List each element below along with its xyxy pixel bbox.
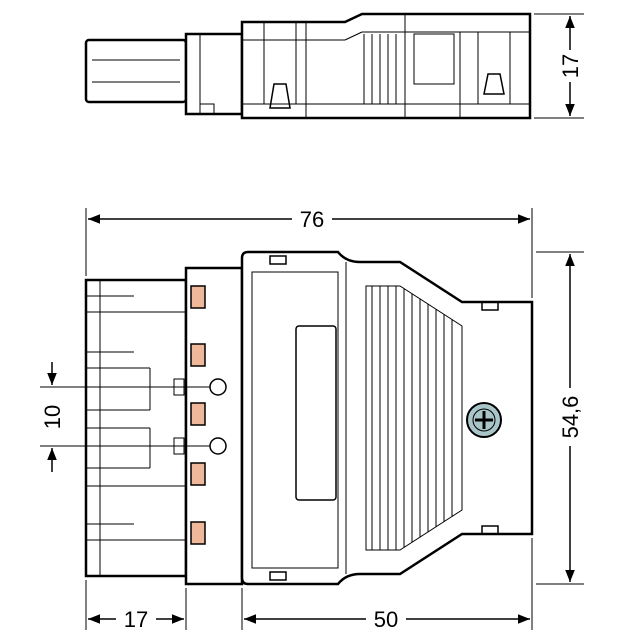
dim-plug-length-label: 17 <box>124 607 148 632</box>
dim-plug-length: 17 <box>85 580 187 632</box>
side-plug-tip <box>84 38 188 104</box>
contact-slot <box>190 402 206 426</box>
dim-top-height-label: 17 <box>558 54 583 78</box>
dim-overall-width-label: 54,6 <box>558 396 583 439</box>
latch-icon <box>481 525 499 535</box>
latch-icon <box>481 301 499 311</box>
dim-top-height: 17 <box>534 13 584 119</box>
latch-icon <box>269 255 287 265</box>
contact-slots <box>190 285 206 545</box>
main-housing <box>240 250 534 586</box>
label-window <box>295 325 337 501</box>
dim-overall-length: 76 <box>85 207 533 298</box>
dim-body-length-label: 50 <box>374 607 398 632</box>
latch-icon <box>269 571 287 581</box>
dim-overall-length-label: 76 <box>300 207 324 232</box>
dim-pin-pitch-label: 10 <box>40 405 65 429</box>
contact-slot <box>190 521 206 545</box>
side-plug-collar <box>184 32 244 116</box>
cross-screw-icon <box>466 402 502 438</box>
side-housing <box>240 12 532 120</box>
contact-slot <box>190 343 206 367</box>
latch-icon <box>269 83 291 109</box>
plug-fingers <box>84 278 188 578</box>
latch-icon <box>483 73 505 95</box>
contact-slot <box>190 285 206 309</box>
front-view <box>84 250 534 586</box>
dim-body-length: 50 <box>241 538 533 632</box>
side-view <box>84 12 532 120</box>
dim-overall-width: 54,6 <box>536 251 584 585</box>
contact-slot <box>190 462 206 486</box>
dim-pin-pitch: 10 <box>40 362 210 472</box>
